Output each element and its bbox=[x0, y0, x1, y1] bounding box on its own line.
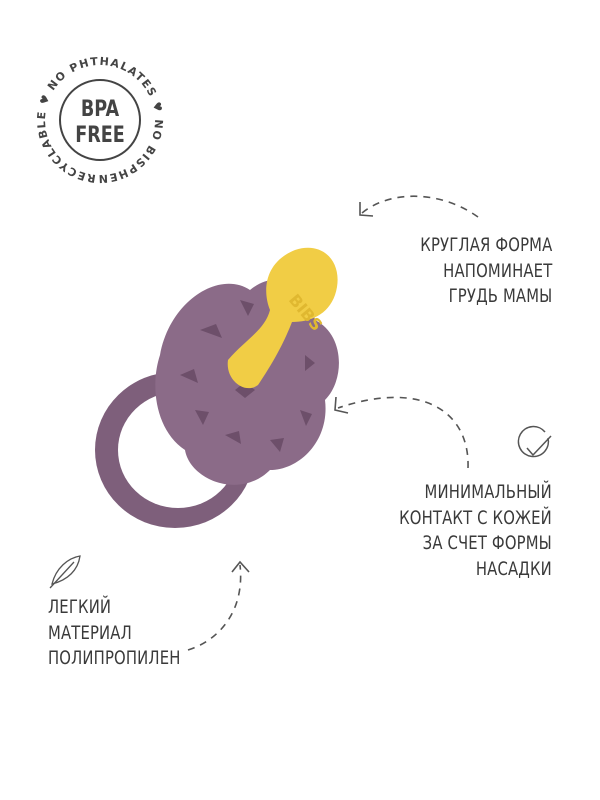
feature-round-shape: КРУГЛАЯ ФОРМА НАПОМИНАЕТ ГРУДЬ МАМЫ bbox=[420, 233, 552, 310]
feature-line: ЗА СЧЕТ ФОРМЫ bbox=[422, 532, 552, 554]
feature-line: НАСАДКИ bbox=[475, 557, 552, 580]
feature-line: ПОЛИПРОПИЛЕН bbox=[48, 647, 181, 669]
badge-free: FREE bbox=[75, 122, 125, 147]
feature-line: КОНТАКТ С КОЖЕЙ bbox=[399, 506, 552, 529]
badge-ring-text: RECYCLABLE ♥ NO PHTHALATES ♥ NO BISPHENO… bbox=[0, 0, 164, 185]
feature-line: ГРУДЬ МАМЫ bbox=[448, 285, 552, 307]
feature-line: НАПОМИНАЕТ bbox=[442, 259, 552, 282]
feature-line: МАТЕРИАЛ bbox=[48, 621, 132, 644]
check-circle-icon bbox=[517, 425, 552, 458]
badge-bpa: BPA bbox=[81, 96, 120, 121]
feature-line: МИНИМАЛЬНЫЙ bbox=[424, 481, 552, 503]
dashed-arrows bbox=[187, 195, 479, 651]
svg-text:RECYCLABLE ♥ NO PHTHALATES ♥ N: RECYCLABLE ♥ NO PHTHALATES ♥ NO BISPHENO… bbox=[0, 0, 165, 185]
feature-minimal-contact: МИНИМАЛЬНЫЙ КОНТАКТ С КОЖЕЙ ЗА СЧЕТ ФОРМ… bbox=[399, 480, 552, 582]
bpa-free-badge: RECYCLABLE ♥ NO PHTHALATES ♥ NO BISPHENO… bbox=[0, 0, 165, 185]
feature-line: ЛЕГКИЙ bbox=[48, 596, 112, 618]
feature-light-material: ЛЕГКИЙ МАТЕРИАЛ ПОЛИПРОПИЛЕН bbox=[48, 595, 181, 672]
feather-icon bbox=[49, 555, 81, 589]
pacifier-image: BIBS bbox=[95, 247, 339, 528]
feature-line: КРУГЛАЯ ФОРМА bbox=[419, 234, 552, 256]
arrow-heads bbox=[231, 202, 374, 573]
